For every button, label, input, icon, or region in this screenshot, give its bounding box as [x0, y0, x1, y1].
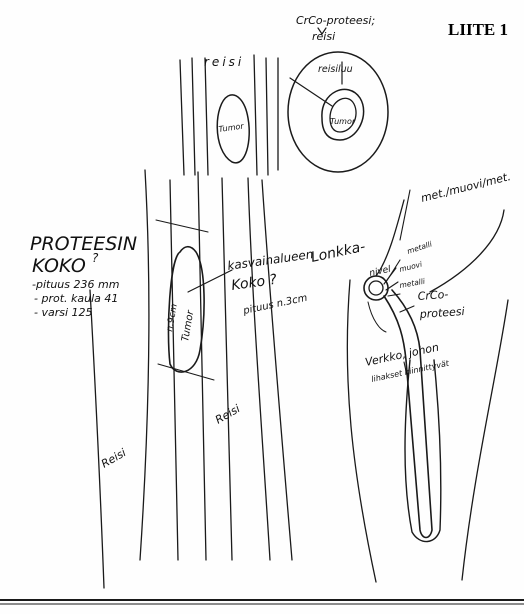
thigh-right-outline — [462, 300, 508, 580]
metal-label-1: metalli — [406, 239, 434, 256]
top-left-thigh-sketch — [180, 55, 278, 175]
top-right-cross-section — [288, 28, 388, 172]
thigh-outline-left-3 — [205, 58, 208, 175]
thigh-middle-label: Reisi — [213, 402, 242, 426]
thigh-left-outline — [347, 280, 376, 582]
stem-neck-detail — [368, 302, 386, 332]
prosthesis-size-heading-2: KOKO — [32, 255, 86, 277]
middle-thigh-right — [222, 178, 232, 560]
materials-pointer — [400, 190, 410, 240]
crco-label-2: proteesi — [418, 305, 465, 321]
metal-label-2: metalli — [399, 276, 427, 289]
middle-thigh-outer-right — [248, 178, 270, 560]
thigh-bottom-label: Reisi — [99, 446, 128, 470]
outer-thigh-left-outline — [90, 290, 104, 588]
top-left-thigh-label: reisi — [204, 55, 244, 69]
top-right-tumor-label: Tumor — [330, 117, 356, 126]
top-left-tumor-label: Tumor — [218, 121, 245, 134]
crco-title-line2: reisi — [312, 30, 335, 43]
thigh-outline-right-2 — [266, 58, 268, 175]
thigh-outline-left-2 — [192, 58, 195, 175]
crco-pointer-line — [290, 78, 332, 106]
thigh-outline-right — [254, 55, 257, 175]
bone-label: reisiluu — [318, 64, 353, 75]
femoral-head-inner — [369, 281, 383, 295]
prosthesis-neck: - prot. kaula 41 — [34, 292, 118, 305]
metal-pointer-2 — [388, 294, 400, 296]
hip-joint-label: Lonkka- — [310, 239, 367, 266]
crco-label: CrCo- — [417, 288, 448, 303]
growth-size-label: Koko ? — [230, 272, 278, 294]
tumor-boundary-bottom — [158, 364, 214, 380]
crco-title-line1: CrCo-proteesi; — [296, 14, 375, 27]
tumor-size-mark: n.9cm — [165, 303, 180, 333]
hip-joint-label-2: nivel — [369, 265, 393, 279]
prosthesis-size-question: ? — [92, 251, 99, 265]
tumor-boundary-top — [156, 220, 208, 232]
materials-label: met./muovi/met. — [420, 170, 512, 205]
middle-tumor-label: Tumor — [180, 309, 196, 343]
prosthesis-stem-size: - varsi 125 — [34, 306, 93, 319]
middle-thigh-left-outline — [140, 170, 149, 560]
plastic-label: muovi — [398, 259, 424, 274]
prosthesis-size-heading-1: PROTEESIN — [30, 233, 137, 255]
growth-length-label: pituus n.3cm — [241, 293, 308, 318]
growth-area-label: kasvainalueen — [226, 247, 314, 273]
bone-inner-ring — [330, 98, 356, 132]
pelvis-outline-right — [430, 210, 504, 292]
thigh-outline-left — [180, 60, 184, 175]
prosthesis-length: -pituus 236 mm — [32, 278, 119, 291]
